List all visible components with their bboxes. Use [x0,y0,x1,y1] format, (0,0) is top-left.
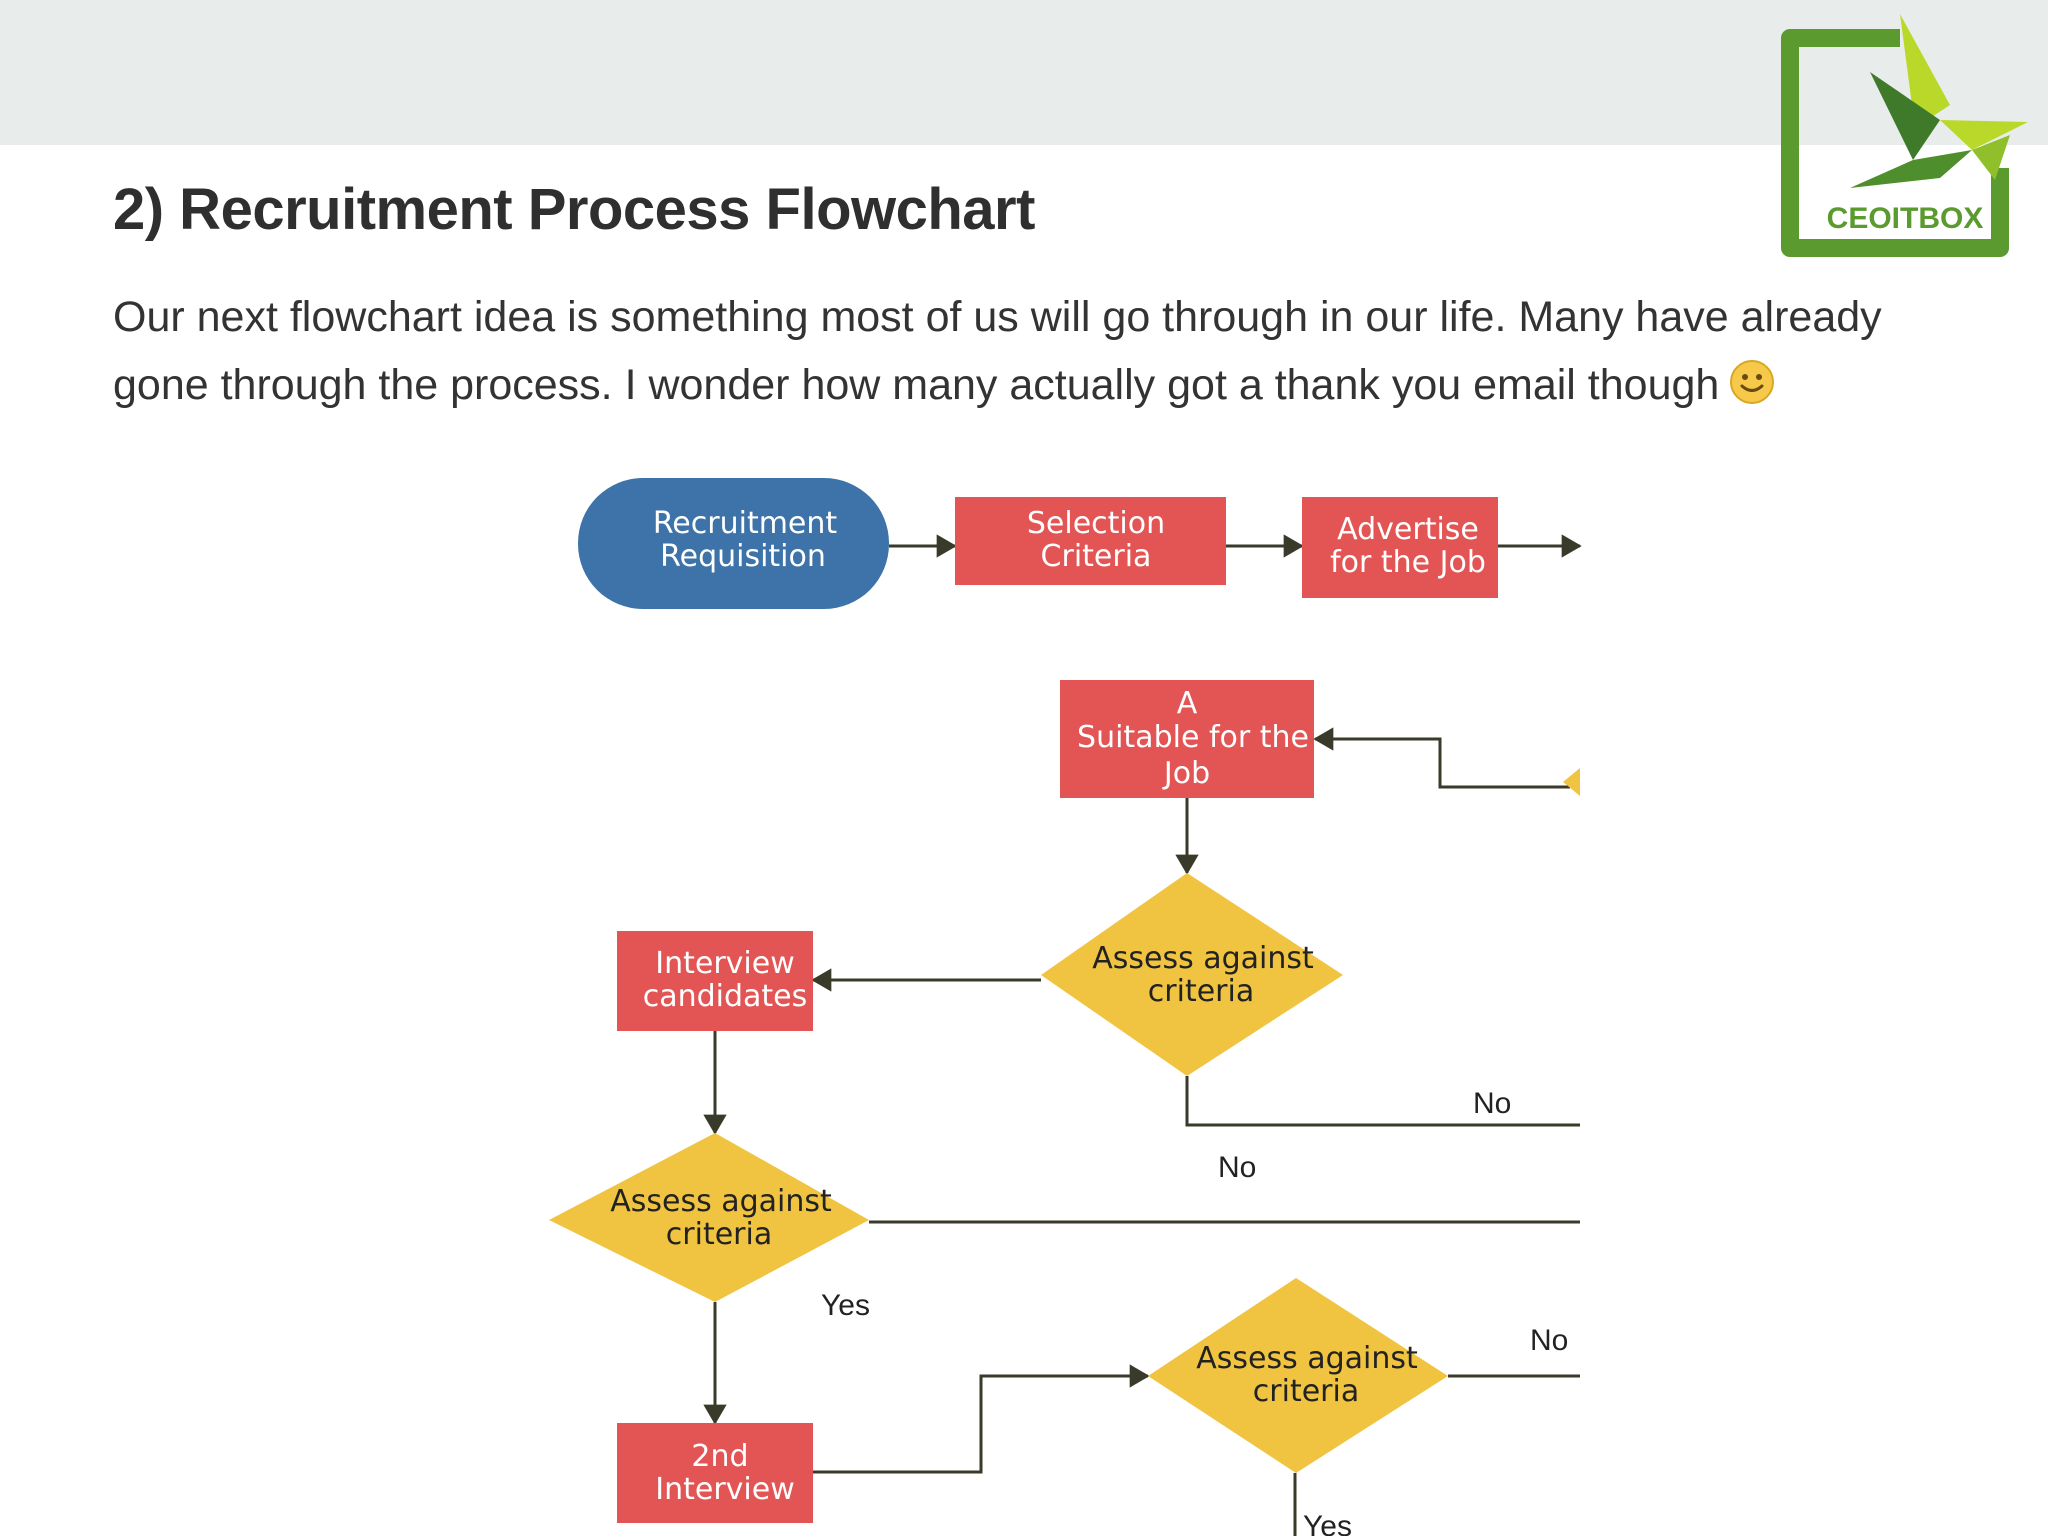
connectors [703,534,1582,1536]
node-selection-criteria-line-1: Selection [1027,506,1165,541]
node-suitable-line-1: A [1177,686,1198,721]
node-second-interview: 2nd Interview [617,1423,813,1523]
intro-line-2: gone through the process. I wonder how m… [113,351,1993,419]
node-assess-1-line-2: criteria [1148,974,1254,1009]
node-advertise-job-line-2: for the Job [1330,545,1486,580]
node-second-interview-line-1: 2nd [691,1439,748,1474]
edge-label-no-lower: No [1530,1324,1568,1357]
node-assess-1-line-1: Assess against [1092,941,1314,976]
node-selection-criteria-line-2: Criteria [1041,539,1152,574]
node-recruitment-requisition-line-1: Recruitment [653,506,838,541]
node-assess-1: Assess against criteria [1041,873,1343,1076]
edge-loop-to-suitable [1313,727,1570,789]
edge-label-no-upper: No [1473,1087,1511,1120]
intro-paragraph: Our next flowchart idea is something mos… [113,283,1993,419]
node-interview-line-1: Interview [655,946,795,981]
node-assess-2-line-1: Assess against [610,1184,832,1219]
node-interview-candidates: Interview candidates [617,931,813,1031]
node-advertise-job-line-1: Advertise [1337,512,1479,547]
node-suitable-for-job: A Suitable for the Job [1060,680,1314,798]
page-title: 2) Recruitment Process Flowchart [113,177,1035,242]
intro-line-2-text: gone through the process. I wonder how m… [113,361,1720,409]
node-selection-criteria: Selection Criteria [955,497,1226,585]
ceoitbox-logo: CEOITBOX [1781,14,2028,257]
edge-label-no-center: No [1218,1151,1256,1184]
logo-text: CEOITBOX [1827,202,1984,235]
node-assess-3-line-1: Assess against [1196,1341,1418,1376]
top-banner-band [0,0,2048,145]
node-assess-2-line-2: criteria [666,1217,772,1252]
node-advertise-job: Advertise for the Job [1302,497,1498,598]
edge-label-yes-bottom: Yes [1303,1510,1352,1536]
smiley-face-icon [1730,360,1775,404]
node-recruitment-requisition: Recruitment Requisition [578,478,889,609]
node-interview-line-2: candidates [643,979,808,1014]
node-assess-3: Assess against criteria [1148,1278,1448,1473]
node-assess-2: Assess against criteria [549,1133,869,1302]
node-recruitment-requisition-line-2: Requisition [660,539,826,574]
intro-line-1: Our next flowchart idea is something mos… [113,293,1882,341]
partial-decision-shape [1563,768,1580,796]
node-suitable-line-2: Suitable for the [1077,720,1309,755]
edge-assess-1-no [1185,1076,1580,1127]
edge-second-interview-to-assess-3 [813,1364,1150,1474]
edge-label-yes-left: Yes [821,1289,870,1322]
node-assess-3-line-2: criteria [1253,1374,1359,1409]
node-second-interview-line-2: Interview [655,1472,795,1507]
node-suitable-line-3: Job [1162,756,1210,791]
